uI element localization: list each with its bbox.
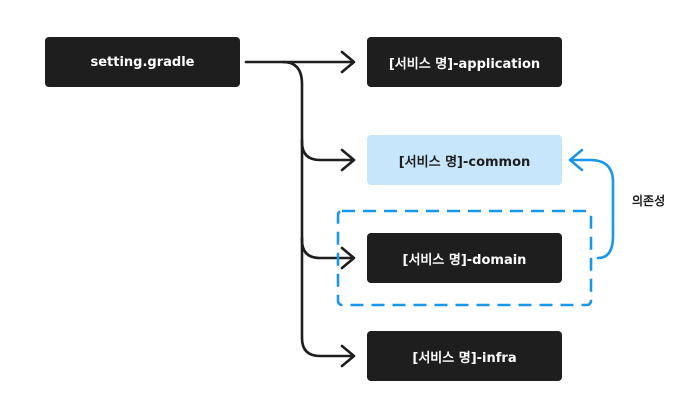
dependency-arrow	[570, 158, 615, 260]
arrowhead-common	[340, 148, 356, 172]
node-infra-module: [서비스 명]-infra	[367, 331, 562, 381]
arrowhead-application	[340, 50, 356, 74]
node-setting-gradle-label: setting.gradle	[90, 54, 195, 70]
node-application-label: [서비스 명]-application	[388, 56, 541, 72]
node-setting-gradle: setting.gradle	[45, 37, 240, 87]
node-domain-label: [서비스 명]-domain	[402, 252, 527, 268]
node-infra-label: [서비스 명]-infra	[412, 350, 517, 366]
dependency-label: 의존성	[632, 194, 666, 208]
domain-highlight-frame	[336, 209, 593, 307]
node-common-label: [서비스 명]-common	[398, 154, 531, 170]
dependency-arrowhead	[568, 148, 584, 172]
connector-to-infra	[300, 236, 354, 358]
node-common-module: [서비스 명]-common	[367, 135, 562, 185]
arrowhead-infra	[340, 344, 356, 368]
node-application-module: [서비스 명]-application	[367, 37, 562, 87]
node-domain-module: [서비스 명]-domain	[367, 233, 562, 283]
arrowhead-domain	[340, 246, 356, 270]
connector-to-common	[281, 60, 354, 162]
